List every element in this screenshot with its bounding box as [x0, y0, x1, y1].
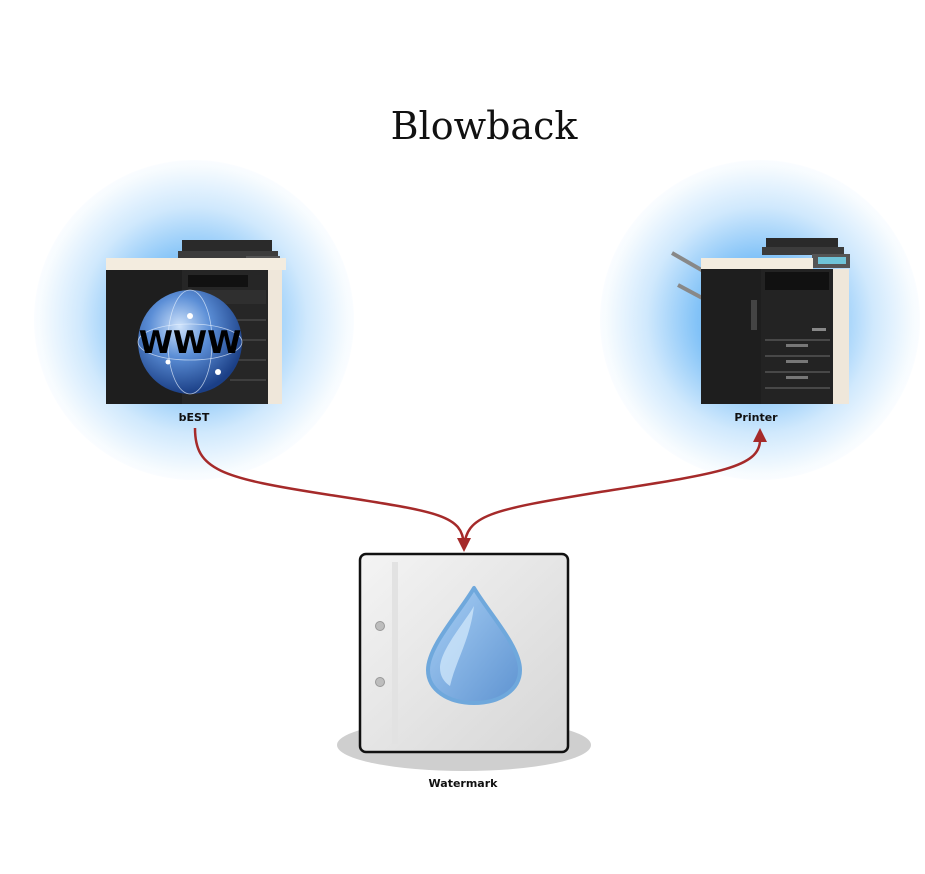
- edge-best-to-watermark: [193, 427, 466, 546]
- edge-printer-arrowhead: [753, 428, 767, 442]
- node-label-watermark: Watermark: [428, 777, 498, 790]
- node-label-best: bEST: [178, 411, 210, 424]
- edge-watermark-to-printer: [462, 439, 762, 549]
- globe-icon: [138, 290, 242, 394]
- diagram-title: Blowback: [390, 104, 578, 148]
- node-label-printer: Printer: [734, 411, 778, 424]
- www-overlay-text: WWW: [139, 325, 242, 361]
